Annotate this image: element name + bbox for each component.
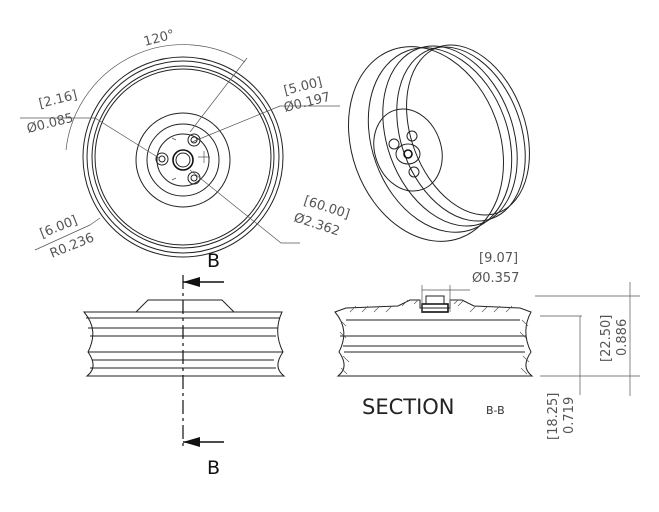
section-markers: B B	[207, 250, 220, 479]
mid-hole-dimension: [5.00] Ø0.197	[282, 75, 332, 116]
lower-height-dimension: [18.25] 0.719	[546, 393, 577, 440]
center-bore-dimension: [9.07] Ø0.357	[472, 251, 519, 286]
section-view	[334, 282, 640, 396]
small-hole-mm: [2.16]	[37, 88, 79, 112]
angle-dimension: 120°	[142, 27, 176, 50]
front-view	[20, 44, 340, 258]
fillet-dimension: [6.00] R0.236	[38, 213, 97, 262]
center-bore-mm: [9.07]	[479, 251, 518, 266]
center-bore-in: Ø0.357	[472, 271, 519, 286]
section-caption: SECTION B-B	[362, 395, 505, 419]
section-id: B-B	[486, 404, 505, 417]
small-hole-dimension: [2.16] Ø0.085	[25, 88, 79, 137]
small-hole-in: Ø0.085	[25, 111, 75, 137]
lower-height-in: 0.719	[562, 397, 577, 434]
isometric-view	[348, 44, 530, 242]
height-dimension: [22.50] 0.886	[599, 315, 630, 362]
height-in: 0.886	[615, 319, 630, 356]
angle-label: 120°	[142, 27, 176, 50]
height-mm: [22.50]	[599, 315, 614, 362]
section-marker-top: B	[207, 250, 220, 272]
lower-height-mm: [18.25]	[546, 393, 561, 440]
section-marker-bottom: B	[207, 457, 220, 479]
side-view	[82, 275, 286, 448]
outer-diameter-dimension: [60.00] Ø2.362	[292, 194, 352, 240]
section-title: SECTION	[362, 395, 455, 419]
